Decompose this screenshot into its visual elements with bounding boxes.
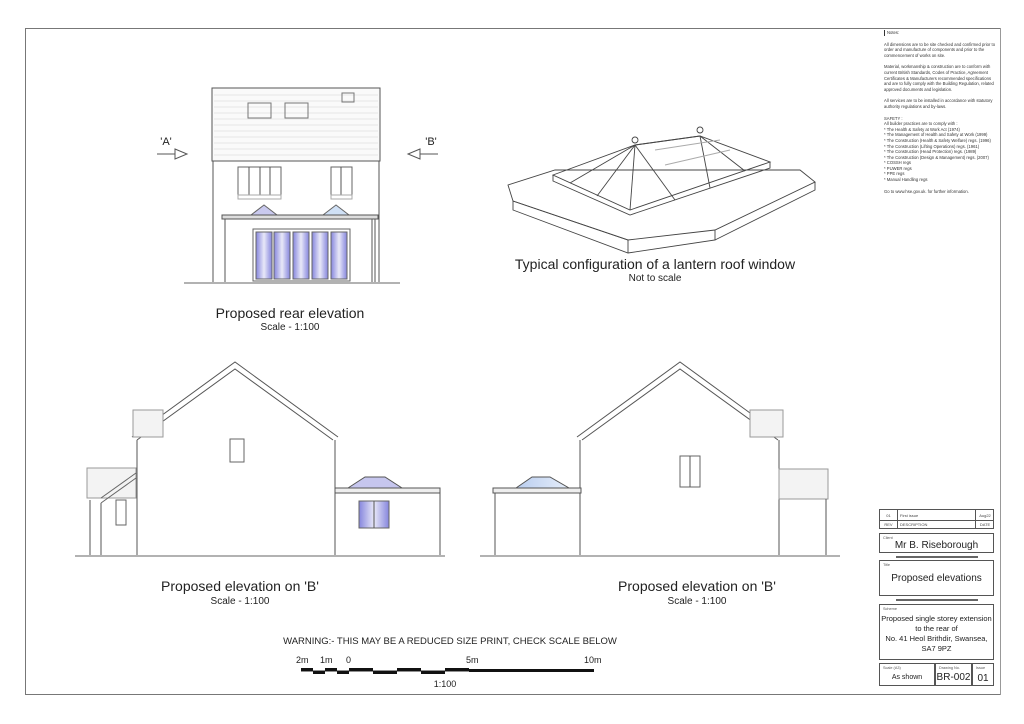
scale-tick-2m: 2m (296, 655, 309, 665)
sheet-right-edge (1000, 28, 1001, 695)
rev-description: First issue (900, 513, 919, 518)
scheme-line: Proposed single storey extension (881, 614, 992, 623)
safety-item: * The Construction (Health & Safety Welf… (884, 137, 991, 143)
title-box: Title Proposed elevations (879, 560, 994, 596)
scale-warning: WARNING:- THIS MAY BE A REDUCED SIZE PRI… (283, 636, 617, 647)
safety-item: * The Construction (Lifting Operations) … (884, 143, 980, 149)
safety-item: * PPE regs (884, 171, 905, 177)
scale-tick-10m: 10m (584, 655, 602, 665)
scale-ratio: 1:100 (433, 679, 457, 689)
description-header: DESCRIPTION (900, 522, 928, 527)
rear-elevation-drawing (157, 87, 438, 284)
scheme-line: SA7 9PZ (921, 644, 952, 653)
scale-tick-1m: 1m (320, 655, 333, 665)
scheme-line: No. 41 Heol Brithdir, Swansea, (885, 634, 988, 643)
rear-elevation-scale: Scale - 1:100 (260, 322, 320, 333)
lantern-subtitle: Not to scale (628, 273, 682, 284)
notes-footer: Go to www.hse.gov.uk. for further inform… (884, 188, 969, 194)
section-marker-a: 'A' (160, 136, 172, 148)
scale-tick-5m: 5m (466, 655, 479, 665)
safety-item: * The Health & Safety at Work Act (1974) (884, 126, 960, 132)
client-box: Client Mr B. Riseborough (879, 533, 994, 553)
elevation-left-scale: Scale - 1:100 (210, 596, 270, 607)
section-marker-b: 'B' (425, 136, 437, 148)
rev-date: Aug22 (979, 513, 991, 518)
rev-number: 01 (886, 513, 891, 518)
client-name: Mr B. Riseborough (894, 540, 979, 551)
scale-value: As shown (891, 674, 923, 681)
divider (896, 556, 978, 558)
drawing-no-label: Drawing No. (939, 666, 960, 670)
scale-tick-0: 0 (346, 655, 352, 665)
lantern-roof-drawing (507, 126, 816, 254)
rear-elevation-title: Proposed rear elevation (215, 305, 365, 321)
safety-item: * PUWER regs (884, 165, 912, 171)
scale-label: Scale (A3) (883, 666, 901, 670)
safety-heading: SAFETY : (884, 115, 903, 121)
safety-item: * The Construction (Design & Management)… (884, 154, 989, 160)
safety-item: * The Management of Health and Safety at… (884, 132, 988, 138)
scheme-label: Scheme (883, 607, 897, 611)
notes-paragraph: Material, workmanship & construction are… (884, 64, 994, 92)
drawing-sheet-border (25, 28, 1000, 695)
lantern-title: Typical configuration of a lantern roof … (514, 256, 796, 272)
scheme-line: to the rear of (915, 624, 958, 633)
title-label: Title (883, 563, 891, 567)
issue-number: 01 (977, 673, 989, 684)
scale-bar-graphic (301, 668, 594, 674)
revision-table: 01 First issue Aug22 REV DESCRIPTION DAT… (879, 509, 994, 529)
client-label: Client (883, 536, 893, 540)
safety-item: * Manual Handling regs (884, 177, 928, 183)
divider (896, 599, 978, 601)
scale-box: Scale (A3) As shown (879, 663, 935, 686)
date-header: DATE (979, 522, 991, 527)
scheme-box: Scheme Proposed single storey extension … (879, 604, 994, 660)
safety-intro: All builder practices are to comply with… (884, 121, 958, 127)
notes-panel: Notes: All dimensions are to be site che… (884, 30, 996, 200)
safety-item: * The Construction (Head Protection) reg… (884, 149, 977, 155)
elevation-left-title: Proposed elevation on 'B' (161, 578, 319, 594)
elevation-right-scale: Scale - 1:100 (667, 596, 727, 607)
side-elevation-right-drawing (480, 361, 840, 557)
notes-paragraph: All services are to be installed in acco… (884, 98, 993, 109)
drawing-title: Proposed elevations (891, 573, 982, 584)
side-elevation-left-drawing (75, 361, 445, 557)
drawing-no-box: Drawing No. BR-002 (935, 663, 972, 686)
rev-header: REV (884, 522, 893, 527)
issue-label: Issue (976, 666, 986, 670)
elevation-right-title: Proposed elevation on 'B' (618, 578, 776, 594)
notes-paragraph: All dimensions are to be site checked an… (884, 41, 996, 58)
drawing-no: BR-002 (936, 672, 971, 683)
notes-heading: Notes: (884, 30, 996, 36)
issue-box: Issue 01 (972, 663, 994, 686)
safety-item: * COSSH regs (884, 160, 911, 166)
